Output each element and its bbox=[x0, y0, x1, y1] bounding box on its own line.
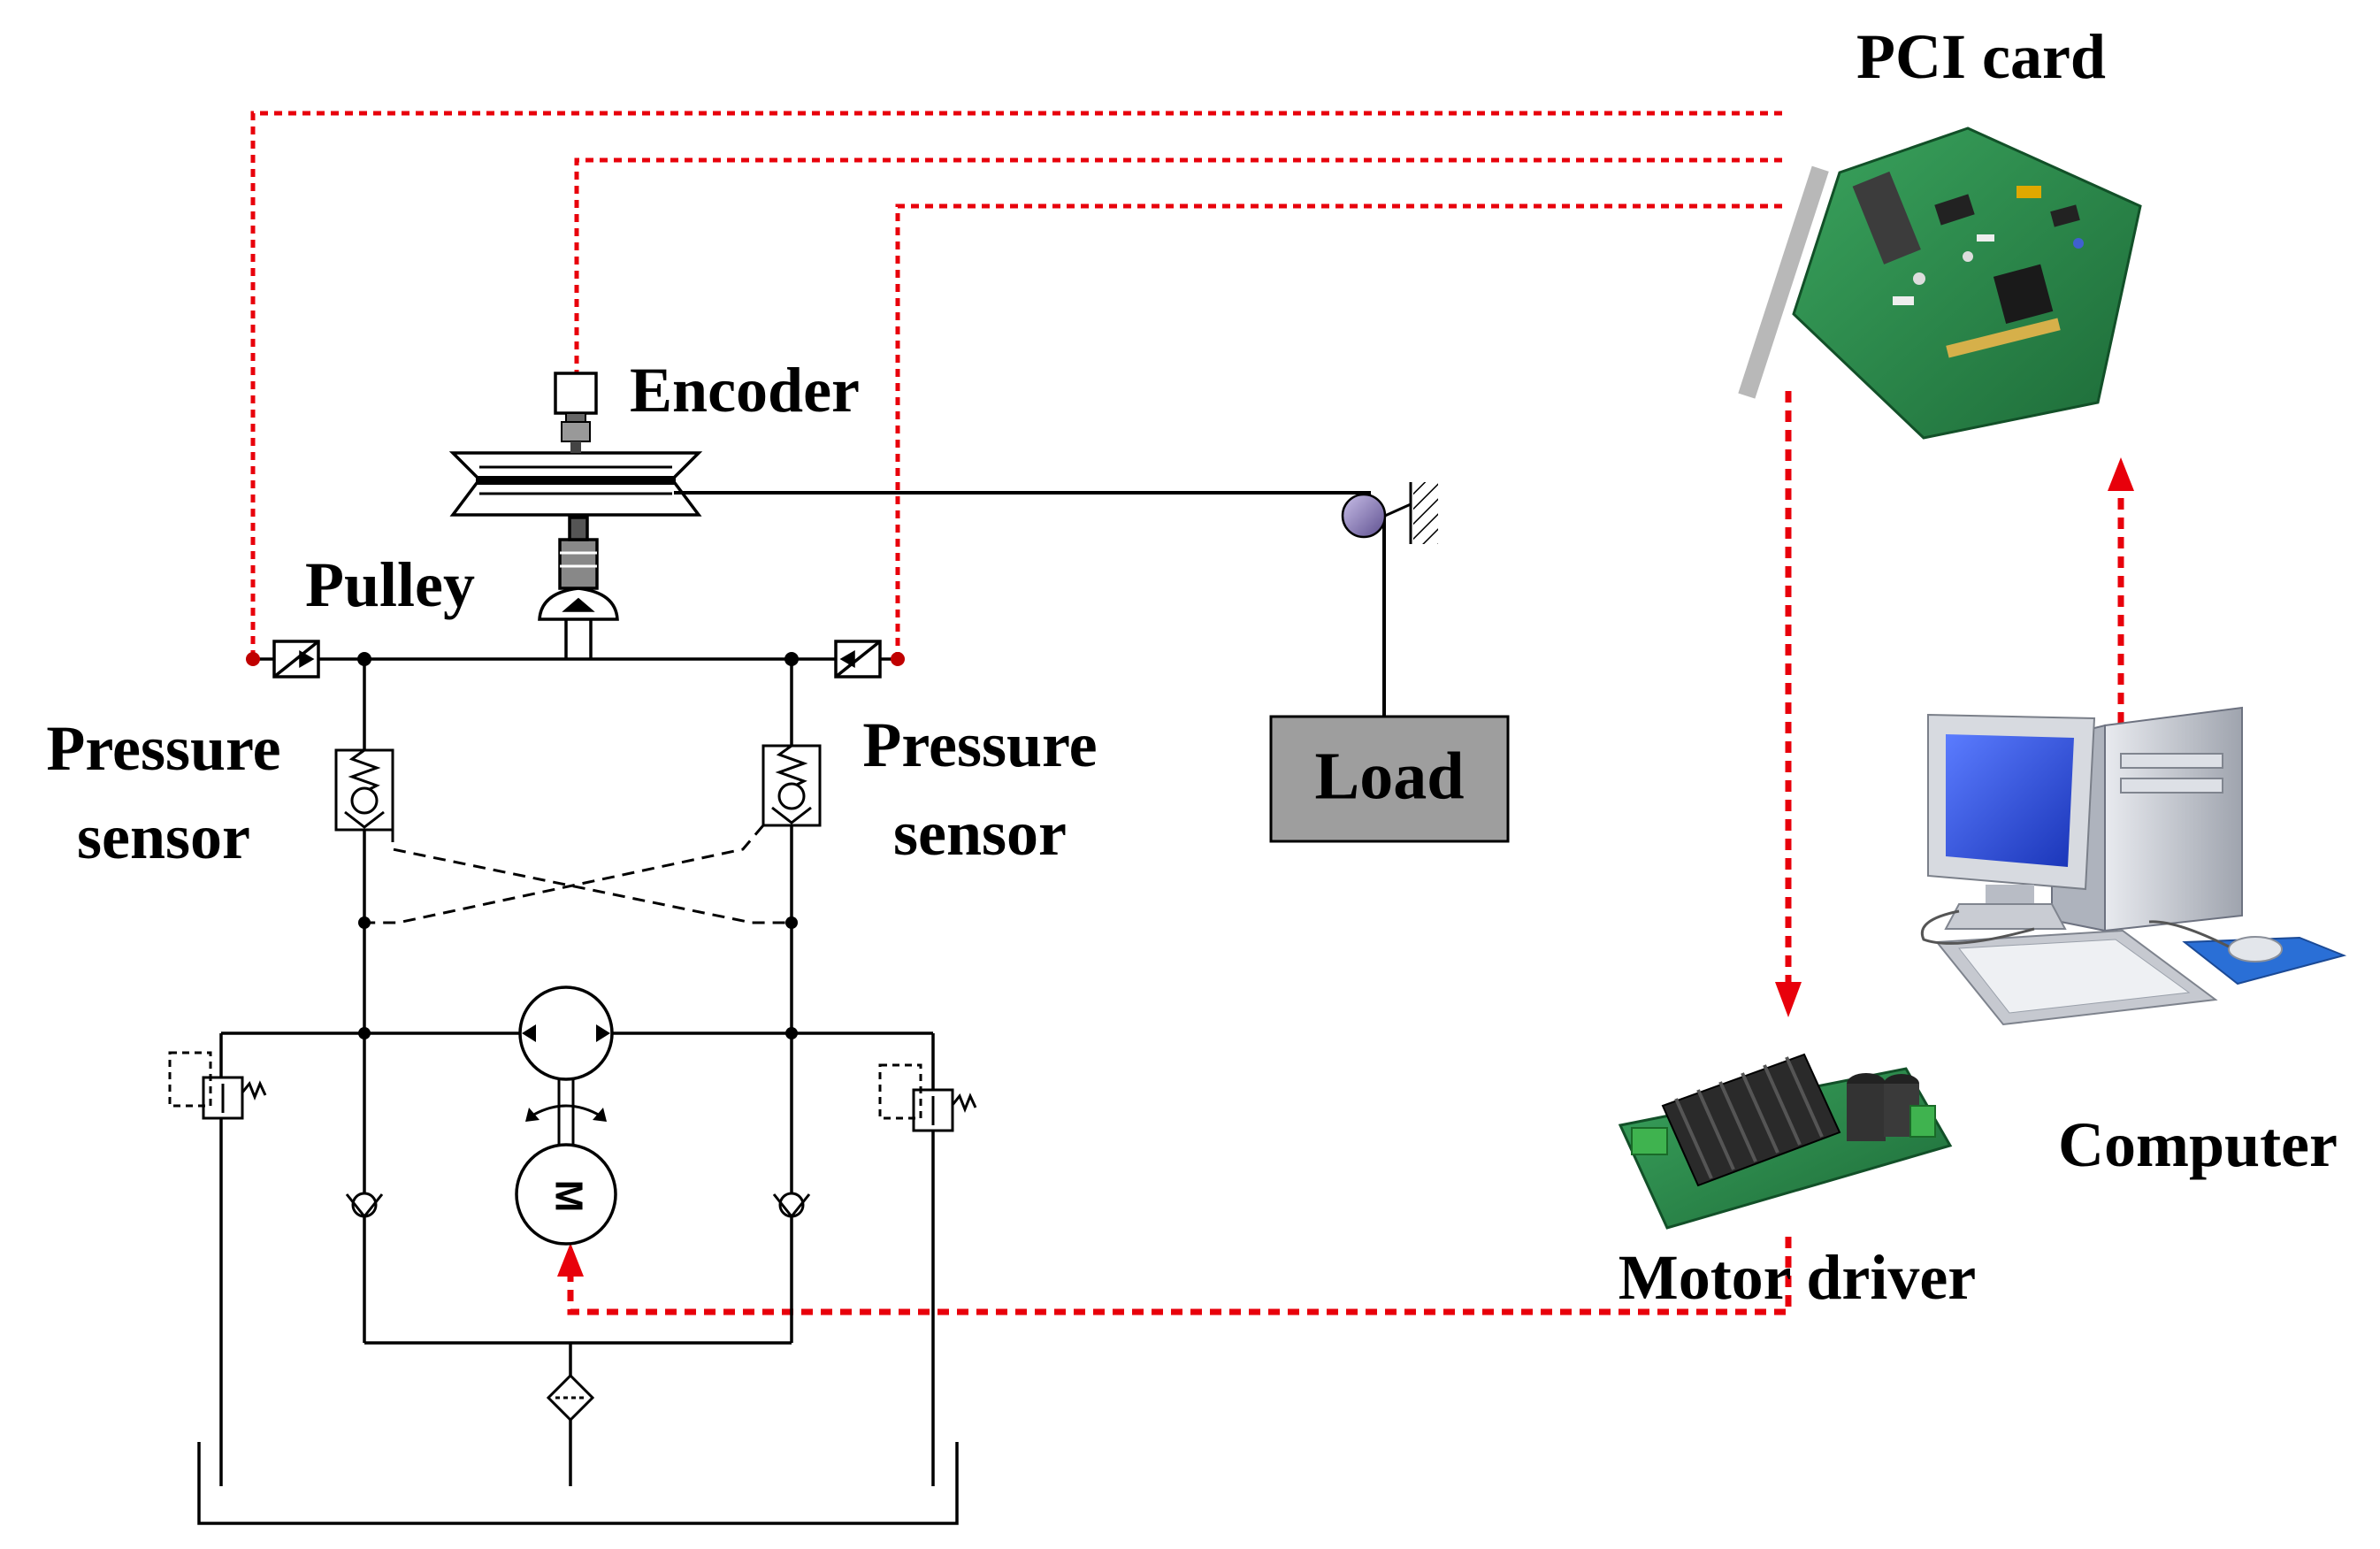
cable-and-load: Load bbox=[674, 482, 1510, 843]
motor-symbol: M bbox=[515, 1143, 617, 1246]
pilot-check-valve-right bbox=[761, 744, 822, 827]
idler-pulley bbox=[1341, 493, 1387, 539]
relief-valve-right bbox=[878, 1063, 977, 1132]
relief-valve-left bbox=[168, 1051, 267, 1120]
check-valve-left bbox=[345, 1192, 384, 1219]
motor-driver-label: Motor driver bbox=[1619, 1242, 1977, 1313]
signal-line-encoder bbox=[574, 157, 1782, 373]
signal-lines bbox=[250, 111, 2134, 1315]
signal-line-right-pressure-sensor bbox=[895, 203, 1782, 659]
computer-label: Computer bbox=[2058, 1109, 2338, 1180]
arrow-to-motor-driver bbox=[1775, 982, 1802, 1017]
pressure-sensor-left-label-line2: sensor bbox=[77, 801, 250, 872]
pressure-sensor-left-symbol bbox=[272, 640, 320, 679]
hydraulic-motor-actuator bbox=[538, 516, 619, 621]
encoder-device bbox=[554, 372, 598, 453]
pulley-label: Pulley bbox=[305, 549, 475, 620]
arrow-to-motor bbox=[557, 1243, 584, 1277]
pulley-wheel bbox=[448, 451, 703, 517]
signal-line-left-pressure-sensor bbox=[250, 111, 1782, 659]
pressure-sensor-right-label-line1: Pressure bbox=[862, 709, 1097, 780]
pilot-lines bbox=[364, 824, 792, 924]
motor-label: M bbox=[547, 1180, 590, 1213]
filter-symbol bbox=[546, 1373, 595, 1422]
load-label: Load bbox=[1315, 739, 1465, 813]
pressure-sensor-right-label-line2: sensor bbox=[893, 798, 1067, 869]
pressure-sensor-left-label-line1: Pressure bbox=[46, 713, 280, 784]
computer-image bbox=[1921, 706, 2347, 1026]
pump-symbol bbox=[518, 985, 614, 1146]
signal-line-driver-to-motor bbox=[567, 1237, 1792, 1315]
motor-driver-image bbox=[1618, 1053, 1953, 1230]
junction-dots bbox=[246, 652, 905, 1039]
pci-card-image bbox=[1738, 127, 2142, 440]
load-box bbox=[1269, 715, 1510, 843]
check-valve-right bbox=[772, 1192, 811, 1219]
arrow-to-pci-card bbox=[2108, 457, 2134, 491]
pilot-check-valve-left bbox=[334, 748, 394, 832]
encoder-label: Encoder bbox=[630, 355, 860, 426]
pressure-sensor-right-symbol bbox=[834, 640, 882, 679]
pci-card-label: PCI card bbox=[1856, 21, 2106, 92]
labels: PCI card Encoder Pulley Pressure sensor … bbox=[46, 21, 2338, 1313]
